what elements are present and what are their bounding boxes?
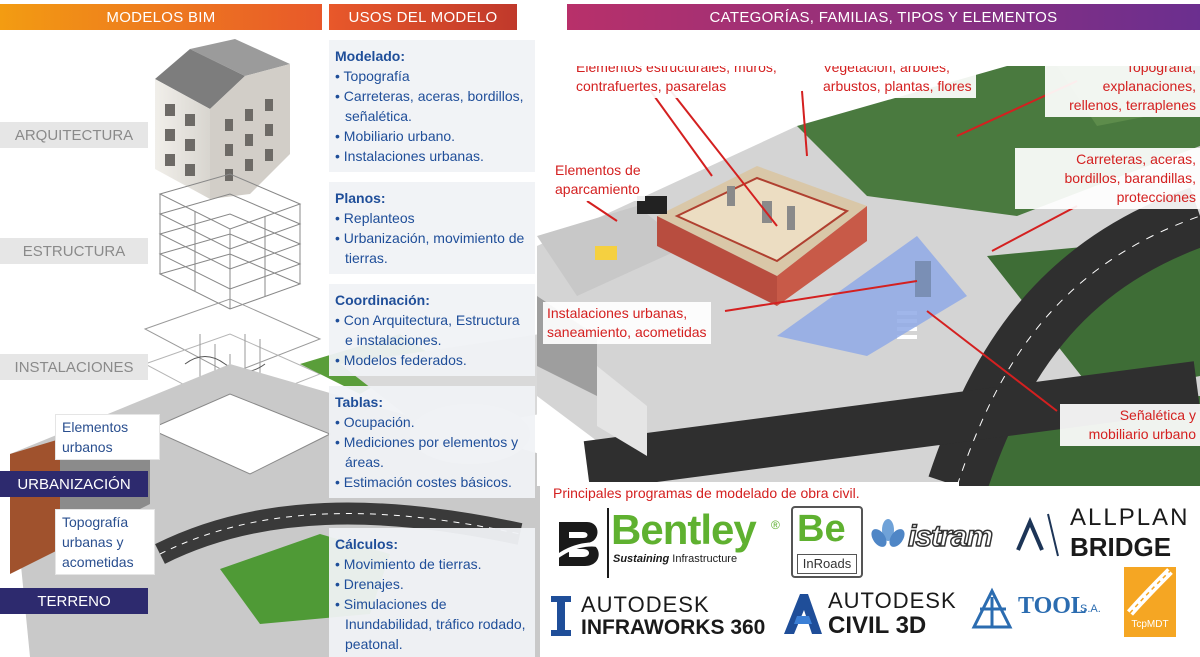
label-senaletica: Señalética y mobiliario urbano: [1060, 404, 1200, 446]
allplan-line1: ALLPLAN: [1070, 504, 1190, 531]
uses-item: • Mediciones por elementos y áreas.: [335, 434, 519, 470]
label-topografia: Topografía, explanaciones, rellenos, ter…: [1045, 66, 1200, 117]
bentley-reg: ®: [771, 518, 780, 532]
bentley-wordmark: Bentley: [611, 506, 757, 553]
uses-item: • Instalaciones urbanas.: [335, 148, 484, 164]
uses-panel: Modelado: • Topografía • Carreteras, ace…: [329, 40, 535, 657]
uses-item: • Drenajes.: [335, 576, 404, 592]
label-line: Elementos de: [555, 162, 641, 178]
label-estructurales: Elementos estructurales, muros, contrafu…: [572, 66, 781, 98]
infraworks-i-icon: [551, 596, 571, 636]
uses-tablas: Tablas: • Ocupación. • Mediciones por el…: [329, 386, 535, 498]
callout-topografia: Topografía urbanas y acometidas: [55, 509, 155, 575]
uses-title: Planos:: [335, 190, 386, 206]
civil3d-a-icon: [784, 594, 822, 634]
tool-wordmark: TOOL: [1018, 593, 1087, 619]
label-line: explanaciones,: [1102, 78, 1196, 94]
uses-item: • Modelos federados.: [335, 352, 467, 368]
bentley-tagline-bold: Sustaining: [613, 553, 670, 565]
uses-item: • Estimación costes básicos.: [335, 474, 512, 490]
label-line: Vegetación, árboles,: [823, 66, 950, 75]
label-line: Topografía,: [1125, 66, 1196, 75]
tcpmdt-label: TcpMDT: [1131, 619, 1169, 630]
logo-allplan-bridge: ALLPLAN BRIDGE: [1012, 504, 1198, 566]
bentley-tagline-rest: Infrastructure: [669, 553, 738, 565]
civil3d-line1: AUTODESK: [828, 588, 957, 613]
uses-item: • Urbanización, movimiento de tierras.: [335, 230, 525, 266]
inroads-be: Be: [797, 508, 846, 550]
uses-calculos: Cálculos: • Movimiento de tierras. • Dre…: [329, 528, 535, 657]
layer-estructura: ESTRUCTURA: [0, 238, 148, 264]
callout-elementos-urbanos: Elementos urbanos: [55, 414, 160, 460]
uses-title: Cálculos:: [335, 536, 399, 552]
header-usos-modelo: USOS DEL MODELO: [329, 4, 517, 30]
callout-line: urbanos: [62, 439, 113, 455]
bentley-tagline: Sustaining Infrastructure: [613, 553, 737, 565]
label-line: Instalaciones urbanas,: [547, 305, 688, 321]
label-instalaciones-urbanas: Instalaciones urbanas, saneamiento, acom…: [543, 302, 711, 344]
uses-planos: Planos: • Replanteos • Urbanización, mov…: [329, 182, 535, 274]
logo-istram: istram: [868, 514, 1008, 564]
bentley-b-icon: [551, 522, 604, 566]
uses-title: Tablas:: [335, 394, 383, 410]
logo-tool: TOOL S.A.: [968, 585, 1108, 635]
uses-item: • Carreteras, aceras, bordillos, señalét…: [335, 88, 524, 124]
logo-civil3d: AUTODESK CIVIL 3D: [780, 586, 960, 648]
uses-item: • Topografía: [335, 68, 410, 84]
tool-icon: [971, 587, 1013, 629]
label-vegetacion: Vegetación, árboles, arbustos, plantas, …: [819, 66, 976, 98]
urban-scene: Elementos estructurales, muros, contrafu…: [537, 66, 1200, 486]
label-line: protecciones: [1116, 189, 1196, 205]
callout-line: Topografía: [62, 514, 129, 530]
logo-inroads: Be InRoads: [791, 506, 863, 578]
istram-wordmark: istram: [907, 519, 994, 554]
tcpmdt-road-icon: [1126, 568, 1173, 616]
allplan-icon: [1016, 513, 1059, 557]
layer-terreno: TERRENO: [0, 588, 148, 614]
uses-modelado: Modelado: • Topografía • Carreteras, ace…: [329, 40, 535, 172]
uses-title: Coordinación:: [335, 292, 430, 308]
uses-item: • Ocupación.: [335, 414, 415, 430]
label-carreteras: Carreteras, aceras, bordillos, barandill…: [1015, 148, 1200, 209]
istram-flower-icon: [871, 519, 905, 547]
callout-line: urbanas y: [62, 534, 124, 550]
uses-item: • Movimiento de tierras.: [335, 556, 482, 572]
uses-coordinacion: Coordinación: • Con Arquitectura, Estruc…: [329, 284, 535, 376]
label-line: Elementos estructurales, muros,: [576, 66, 777, 75]
uses-item: • Con Arquitectura, Estructura e instala…: [335, 312, 520, 348]
layer-arquitectura: ARQUITECTURA: [0, 122, 148, 148]
label-line: mobiliario urbano: [1088, 426, 1196, 442]
bentley-divider: [607, 508, 609, 578]
label-line: Carreteras, aceras,: [1076, 151, 1196, 167]
infraworks-line2: INFRAWORKS 360: [581, 616, 766, 639]
layer-urbanizacion: URBANIZACIÓN: [0, 471, 148, 497]
label-line: Señalética y: [1119, 407, 1196, 423]
allplan-line2: BRIDGE: [1070, 532, 1172, 562]
label-line: rellenos, terraplenes: [1069, 97, 1196, 113]
header-categorias: CATEGORÍAS, FAMILIAS, TIPOS Y ELEMENTOS: [567, 4, 1200, 30]
inroads-label: InRoads: [797, 554, 857, 574]
logo-infraworks: AUTODESK INFRAWORKS 360: [545, 588, 775, 648]
tool-suffix: S.A.: [1080, 603, 1101, 615]
label-line: saneamiento, acometidas: [547, 324, 707, 340]
civil3d-line2: CIVIL 3D: [828, 612, 927, 639]
label-line: bordillos, barandillas,: [1064, 170, 1196, 186]
infraworks-line1: AUTODESK: [581, 592, 710, 617]
logo-tcpmdt: TcpMDT: [1124, 567, 1176, 637]
uses-title: Modelado:: [335, 48, 405, 64]
label-line: aparcamiento: [555, 181, 640, 197]
label-line: contrafuertes, pasarelas: [576, 78, 727, 94]
uses-item: • Mobiliario urbano.: [335, 128, 456, 144]
callout-line: Elementos: [62, 419, 129, 435]
header-modelos-bim: MODELOS BIM: [0, 4, 322, 30]
programs-title: Principales programas de modelado de obr…: [545, 482, 959, 506]
callout-line: acometidas: [62, 554, 134, 570]
uses-item: • Replanteos: [335, 210, 415, 226]
layer-instalaciones: INSTALACIONES: [0, 354, 148, 380]
logo-bentley: Bentley ® Sustaining Infrastructure: [545, 506, 787, 578]
uses-item: • Simulaciones de Inundabilidad, tráfico…: [335, 596, 526, 652]
label-line: arbustos, plantas, flores: [823, 78, 972, 94]
label-aparcamiento: Elementos de aparcamiento: [551, 159, 645, 201]
